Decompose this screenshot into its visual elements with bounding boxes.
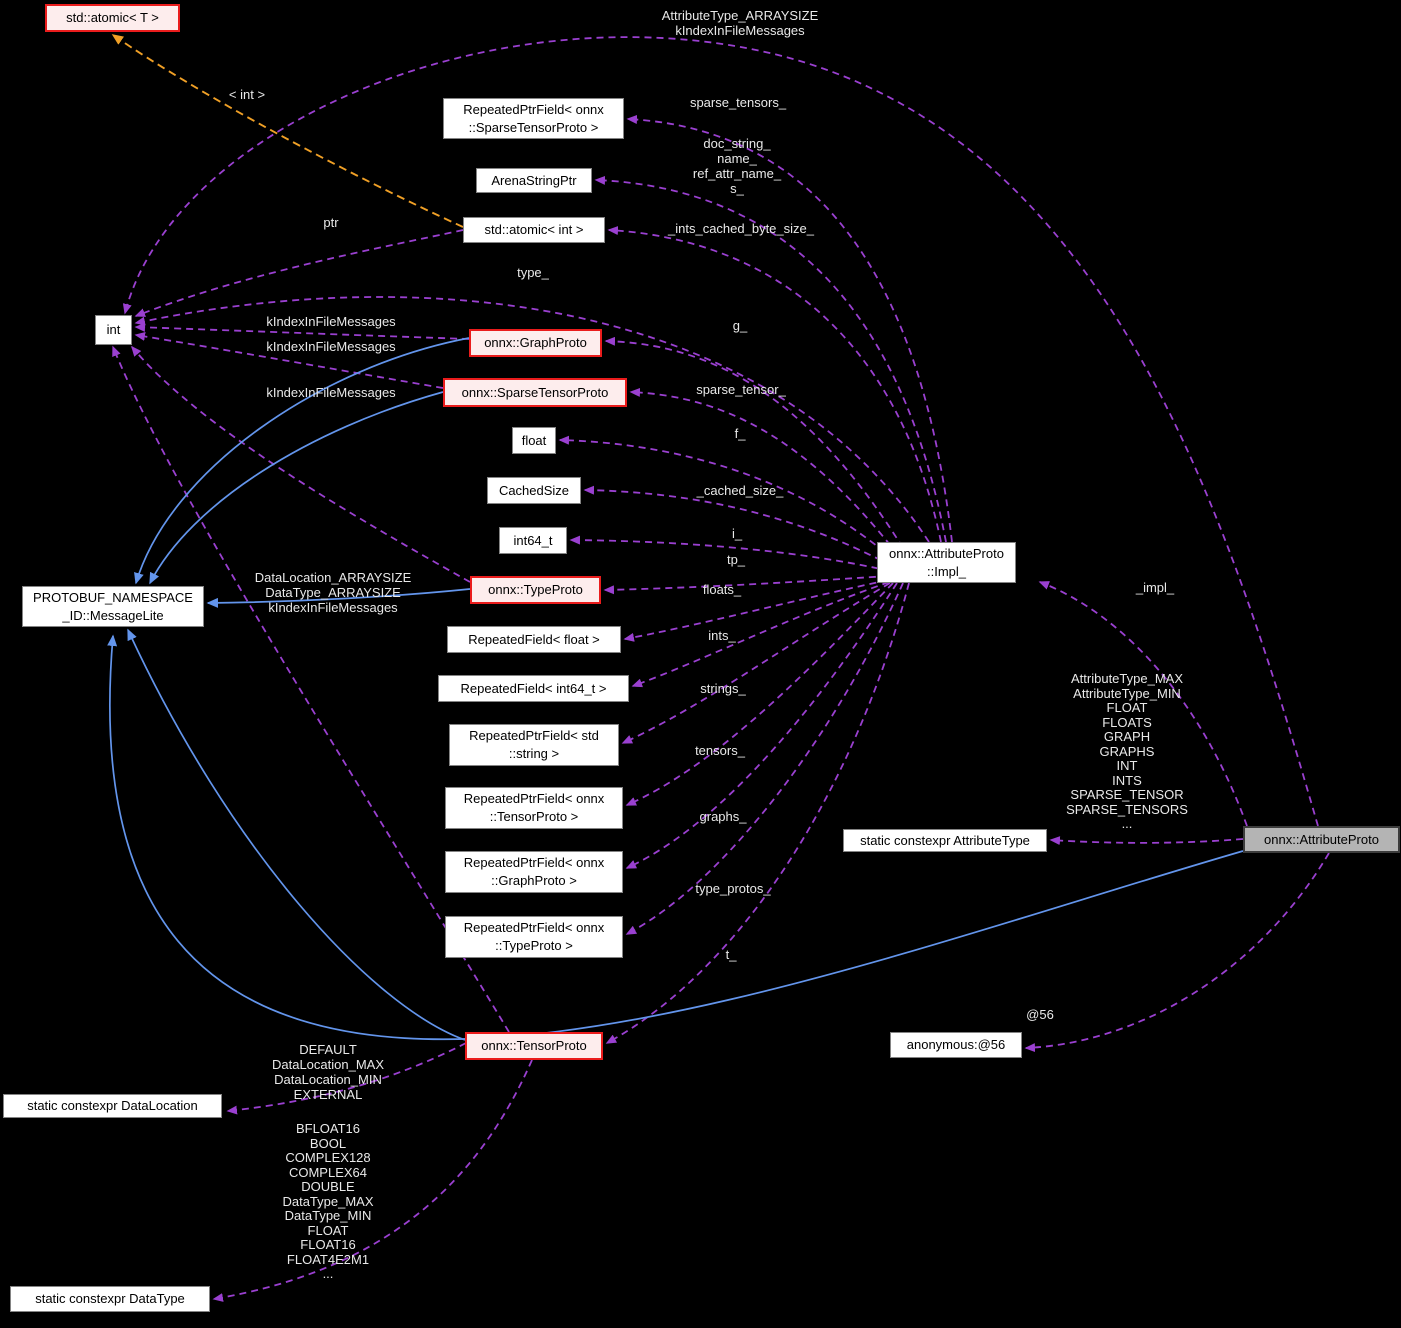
edge-inherit-sparsetensorproto [149,391,444,585]
edge-datatype-consts [212,1059,533,1302]
edge-g [604,336,904,549]
node-sparsetensorproto[interactable]: onnx::SparseTensorProto [443,378,627,407]
node-std-atomic-int[interactable]: std::atomic< int > [463,217,605,243]
node-float[interactable]: float [512,427,556,454]
node-messagelite[interactable]: PROTOBUF_NAMESPACE _ID::MessageLite [22,586,204,627]
edge-inherit-graphproto [134,337,470,585]
edge-at56 [1024,852,1330,1053]
edge-strings [621,582,891,744]
edge-sparse-tensors [626,114,953,543]
node-int64-t[interactable]: int64_t [499,527,567,554]
node-tensorproto[interactable]: onnx::TensorProto [465,1032,603,1060]
node-repeatedfield-int64[interactable]: RepeatedField< int64_t > [438,675,629,702]
edge-ints [631,581,890,688]
edge-cached-size [583,485,893,567]
edge-t [605,582,910,1044]
node-repeatedptrfield-sparsetensorproto[interactable]: RepeatedPtrField< onnx ::SparseTensorPro… [443,98,624,139]
edge-inherit-tensorproto [127,628,466,1041]
edge-tp [603,575,889,595]
edge-dataloc-arraysize [112,345,510,1033]
node-repeatedptrfield-string[interactable]: RepeatedPtrField< std ::string > [449,724,619,766]
node-repeatedptrfield-tensorproto[interactable]: RepeatedPtrField< onnx ::TensorProto > [445,787,623,829]
node-cachedsize[interactable]: CachedSize [487,477,581,504]
edge-default-consts [226,1042,467,1115]
node-std-atomic-t[interactable]: std::atomic< T > [45,4,180,32]
edge-inherit-attributeproto [107,634,1244,1041]
node-static-datalocation[interactable]: static constexpr DataLocation [3,1094,222,1118]
edge-doc-string [594,175,947,543]
node-typeproto[interactable]: onnx::TypeProto [470,576,601,604]
node-repeatedptrfield-typeproto[interactable]: RepeatedPtrField< onnx ::TypeProto > [445,916,623,958]
edge-atomic-template [111,34,464,228]
edge-ints-cached-byte-size [607,226,942,543]
edge-tensors [625,582,894,806]
edge-type-protos [625,582,904,935]
edge-kindex-graphproto [134,322,470,340]
node-graphproto[interactable]: onnx::GraphProto [469,329,602,357]
edge-attrtype-arraysize [122,36,1319,827]
node-int[interactable]: int [95,315,132,345]
node-anonymous-56[interactable]: anonymous:@56 [890,1032,1022,1058]
edge-attrtype-consts [1049,836,1244,846]
edge-floats [623,579,889,642]
edge-graphs [625,582,898,869]
node-static-attributetype[interactable]: static constexpr AttributeType [843,829,1047,852]
edge-ptr [134,229,464,317]
edge-impl [1038,581,1248,827]
node-arenastringptr[interactable]: ArenaStringPtr [476,168,592,193]
edge-type [134,296,930,543]
edge-kindex-sparsetensorproto [134,332,444,389]
edge-f [558,435,895,561]
edge-kindex-typeproto [131,345,471,583]
node-attributeproto[interactable]: onnx::AttributeProto [1243,826,1400,853]
edge-inherit-typeproto [206,588,471,608]
node-attributeproto-impl[interactable]: onnx::AttributeProto ::Impl_ [877,542,1016,583]
edge-i [569,535,891,572]
node-repeatedfield-float[interactable]: RepeatedField< float > [447,626,621,653]
node-repeatedptrfield-graphproto[interactable]: RepeatedPtrField< onnx ::GraphProto > [445,851,623,893]
edge-sparse-tensor [629,387,899,556]
node-static-datatype[interactable]: static constexpr DataType [10,1286,210,1312]
